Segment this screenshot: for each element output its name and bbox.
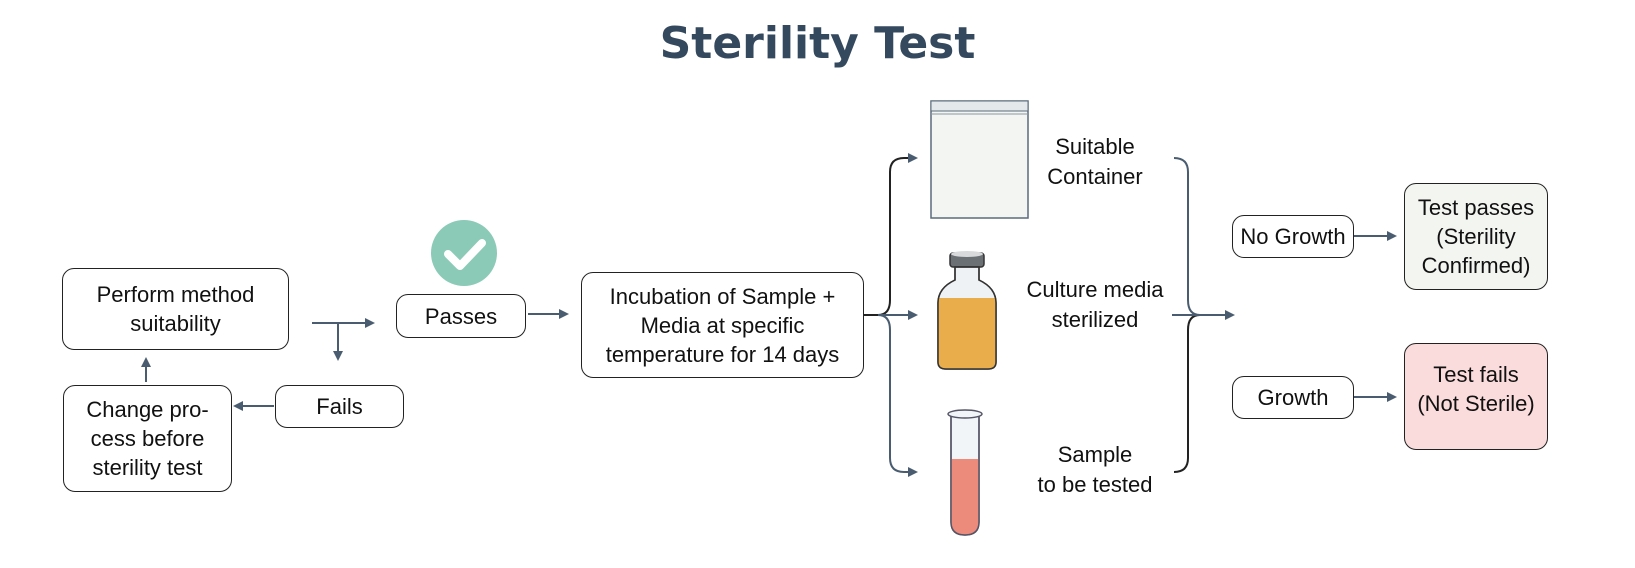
- label-line: sterilized: [1051, 307, 1139, 332]
- passes-box: Passes: [396, 294, 526, 338]
- pass-line: Confirmed): [1421, 253, 1531, 278]
- test-passes-box: Test passes (Sterility Confirmed): [1404, 183, 1548, 290]
- growth-box: Growth: [1232, 376, 1354, 419]
- fail-line: Test fails: [1433, 362, 1519, 387]
- change-line: sterility test: [92, 455, 203, 480]
- item-label-container: Suitable Container: [1020, 132, 1170, 192]
- incubation-line: Incubation of Sample +: [609, 283, 836, 309]
- right-brace-bottom: [1173, 314, 1201, 473]
- diagram-title: Sterility Test: [659, 18, 976, 69]
- incubation-line: Media at specific: [640, 312, 805, 338]
- method-suitability-box: Perform method suitability: [62, 268, 289, 350]
- incubation-line: temperature for 14 days: [605, 341, 840, 367]
- test-fails-box: Test fails (Not Sterile): [1404, 343, 1548, 450]
- item-label-sample: Sample to be tested: [1020, 440, 1170, 500]
- label-line: to be tested: [1037, 472, 1153, 497]
- container-bag-icon: [930, 100, 1029, 219]
- change-process-box: Change pro- cess before sterility test: [63, 385, 232, 492]
- test-tube-icon: [947, 409, 983, 536]
- method-line: suitability: [130, 311, 221, 336]
- label-line: Suitable: [1055, 134, 1135, 159]
- fails-box: Fails: [275, 385, 404, 428]
- change-line: Change pro-: [86, 397, 209, 422]
- label-line: Culture media: [1026, 277, 1164, 302]
- check-circle-icon: [431, 220, 497, 286]
- change-line: cess before: [90, 426, 205, 451]
- item-label-media: Culture media sterilized: [1010, 275, 1180, 335]
- fail-line: (Not Sterile): [1417, 391, 1535, 416]
- incubation-box: Incubation of Sample + Media at specific…: [581, 272, 864, 378]
- pass-line: Test passes: [1417, 195, 1535, 220]
- brace-top: [862, 153, 918, 316]
- brace-bottom: [877, 314, 918, 477]
- label-line: Sample: [1057, 442, 1133, 467]
- pass-line: (Sterility: [1436, 224, 1516, 249]
- right-brace-top: [1173, 157, 1201, 316]
- media-bottle-icon: [937, 251, 997, 370]
- label-line: Container: [1047, 164, 1143, 189]
- method-line: Perform method: [96, 282, 255, 307]
- no-growth-box: No Growth: [1232, 215, 1354, 258]
